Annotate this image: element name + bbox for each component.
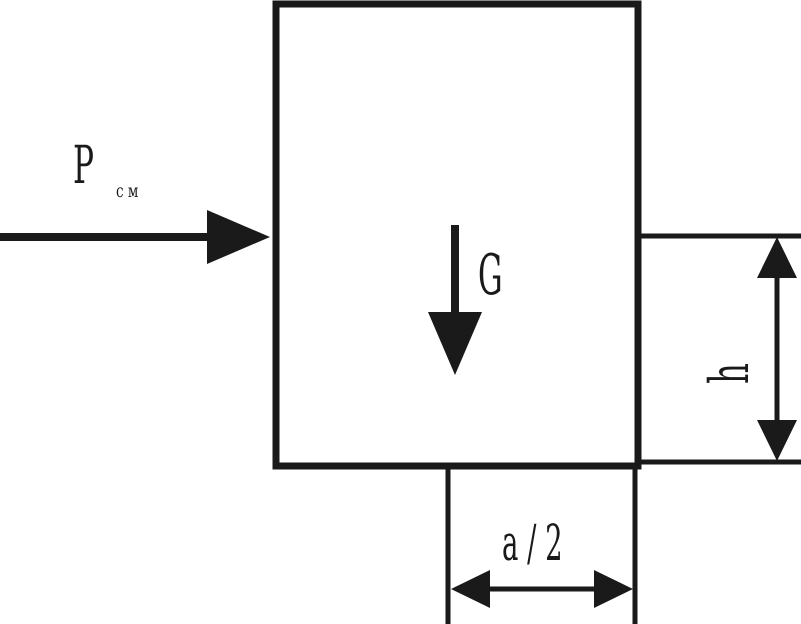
- height-label: h: [699, 363, 761, 384]
- push-force-label: P: [73, 136, 94, 197]
- height-dimension-arrow: [757, 237, 797, 461]
- half-width-dimension-arrow: [451, 570, 633, 608]
- weight-arrow: [428, 225, 482, 375]
- weight-label: G: [478, 242, 503, 308]
- push-force-arrow: [0, 210, 270, 264]
- push-force-subscript: с м: [116, 180, 138, 201]
- half-width-label: a / 2: [502, 514, 563, 572]
